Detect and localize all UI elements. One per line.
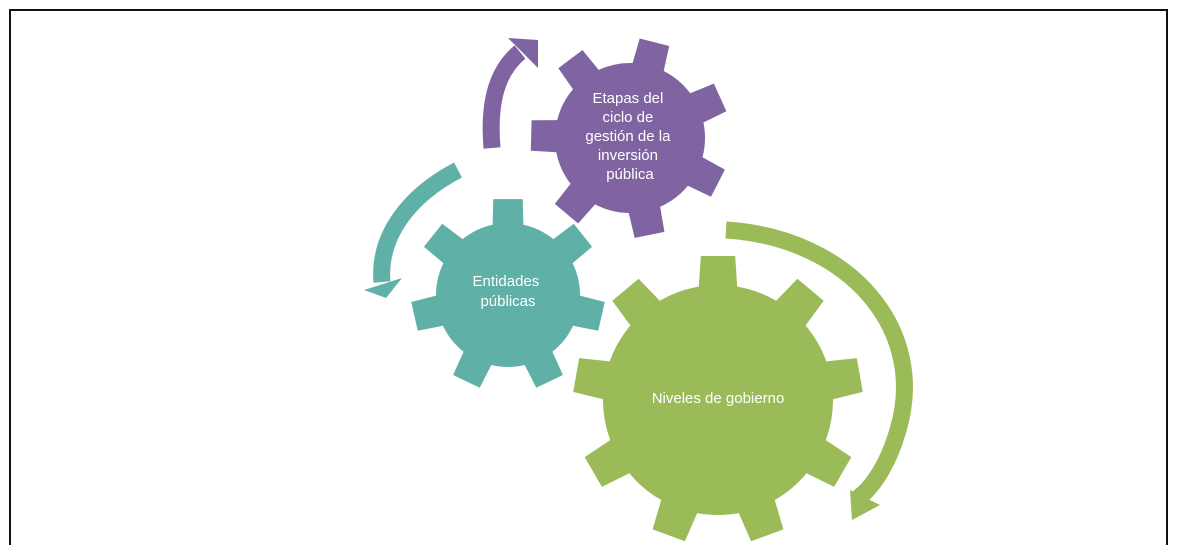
gear-etapas: Etapas del ciclo de gestión de la invers… (530, 38, 727, 238)
gear-entidades-label: Entidades públicas (473, 273, 544, 310)
diagram-frame (9, 9, 1168, 545)
purple-arrow-arc (482, 45, 526, 149)
gear-entidades: Entidades públicas (411, 199, 605, 388)
gear-niveles: Niveles de gobierno (573, 256, 863, 542)
green-cycle-arrow (725, 221, 913, 520)
teal-arrow-head (364, 278, 402, 298)
gear-entidades-body (411, 199, 605, 388)
gear-etapas-body (530, 38, 727, 238)
purple-arrow-head (508, 38, 538, 68)
teal-arrow-arc (373, 162, 463, 283)
purple-cycle-arrow (482, 38, 538, 149)
green-arrow-head (850, 490, 880, 520)
gear-niveles-label: Niveles de gobierno (652, 390, 785, 407)
gear-etapas-label: Etapas del ciclo de gestión de la invers… (585, 90, 674, 183)
green-arrow-arc (725, 221, 913, 505)
gear-niveles-body (573, 256, 863, 542)
teal-cycle-arrow (364, 162, 463, 298)
